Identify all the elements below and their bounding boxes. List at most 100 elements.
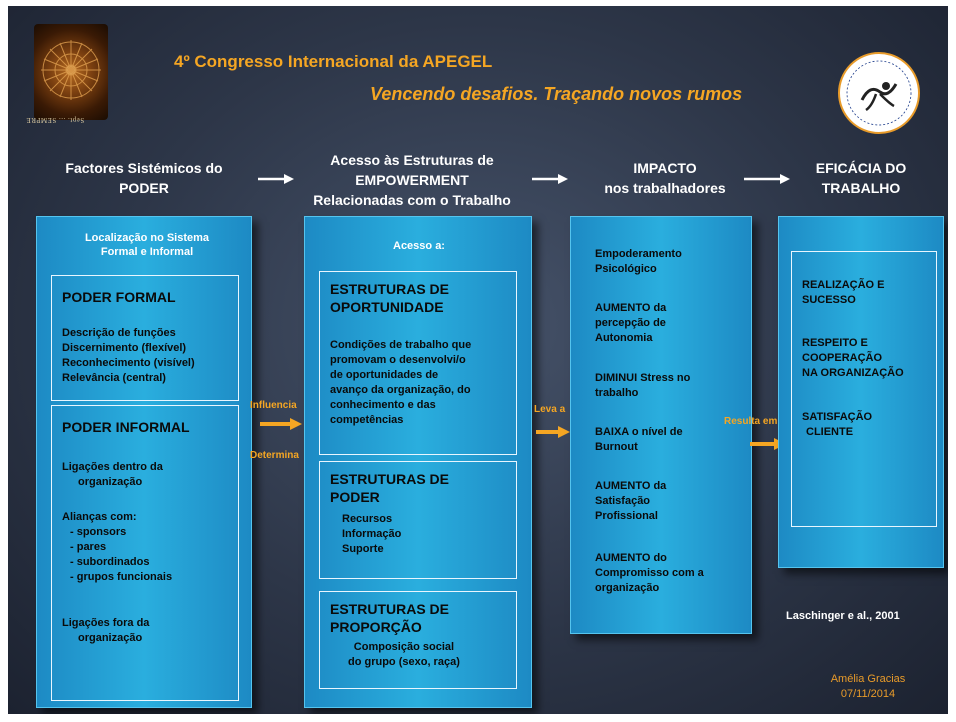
resulta-em-label: Resulta em:	[724, 416, 781, 427]
impact-line: AUMENTO do	[595, 552, 667, 564]
column-heading-access-line1: Acesso às Estruturas de	[330, 152, 494, 168]
proportion-title-line2: PROPORÇÃO	[330, 619, 422, 635]
determina-label: Determina	[250, 450, 299, 461]
formal-power-title: PODER FORMAL	[62, 289, 176, 305]
reference-citation: Laschinger e al., 2001	[786, 610, 900, 622]
leadership-logo	[838, 52, 920, 134]
congress-logo	[34, 24, 108, 120]
impact-line: Compromisso com a	[595, 567, 704, 579]
proportion-panel: ESTRUTURAS DE PROPORÇÃO Composição socia…	[319, 591, 517, 689]
opportunity-title: ESTRUTURAS DE OPORTUNIDADE	[330, 280, 449, 316]
arrow-right-icon	[532, 174, 568, 184]
column-heading-impact-line2: nos trabalhadores	[604, 180, 726, 196]
formal-power-panel: PODER FORMAL Descrição de funções Discer…	[51, 275, 239, 401]
internal-links-line1: Ligações dentro da	[62, 461, 163, 473]
efficacy-line: RESPEITO E	[802, 337, 868, 349]
power-title-line2: PODER	[330, 489, 380, 505]
systemic-factors-box: Localização no Sistema Formal e Informal…	[36, 216, 252, 708]
efficacy-item-2: RESPEITO E COOPERAÇÃO NA ORGANIZAÇÃO	[802, 336, 904, 381]
impact-line: trabalho	[595, 387, 639, 399]
conference-title: 4º Congresso Internacional da APEGEL	[174, 52, 493, 71]
alliance-item: - subordinados	[70, 556, 150, 568]
opportunity-line: Condições de trabalho que	[330, 339, 472, 351]
work-efficacy-box: REALIZAÇÃO E SUCESSO RESPEITO E COOPERAÇ…	[778, 216, 944, 568]
impact-line: Empoderamento	[595, 248, 682, 260]
internal-links: Ligações dentro da organização	[62, 460, 163, 490]
dancer-icon	[846, 60, 912, 126]
impact-item-5: AUMENTO da Satisfação Profissional	[595, 479, 666, 524]
column-heading-impact: IMPACTO nos trabalhadores	[576, 158, 754, 198]
opportunity-line: de oportunidades de	[330, 369, 439, 381]
efficacy-line: SUCESSO	[802, 294, 856, 306]
impact-line: Psicológico	[595, 263, 657, 275]
author-credit: Amélia Gracias 07/11/2014	[808, 672, 928, 702]
column-heading-factors: Factores Sistémicos do PODER	[65, 160, 223, 196]
impact-line: Autonomia	[595, 332, 653, 344]
impact-box: Empoderamento Psicológico AUMENTO da per…	[570, 216, 752, 634]
external-links: Ligações fora da organização	[62, 616, 149, 646]
opportunity-line: promovam o desenvolvi/o	[330, 354, 466, 366]
impact-item-2: AUMENTO da percepção de Autonomia	[595, 301, 666, 346]
impact-line: percepção de	[595, 317, 666, 329]
formal-item: Relevância (central)	[62, 372, 166, 384]
efficacy-line: CLIENTE	[806, 426, 854, 438]
efficacy-item-3: SATISFAÇÃO CLIENTE	[802, 410, 872, 440]
power-title: ESTRUTURAS DE PODER	[330, 470, 449, 506]
alliances-title: Alianças com:	[62, 511, 137, 523]
efficacy-line: SATISFAÇÃO	[802, 411, 873, 423]
opportunity-panel: ESTRUTURAS DE OPORTUNIDADE Condições de …	[319, 271, 517, 455]
slide: Sept. ... SEMPRE 4º Congresso Internacio…	[8, 6, 948, 714]
alliance-item: - sponsors	[70, 526, 127, 538]
proportion-title: ESTRUTURAS DE PROPORÇÃO	[330, 600, 449, 636]
opportunity-line: avanço da organização, do	[330, 384, 471, 396]
logo-caption: Sept. ... SEMPRE	[26, 116, 85, 124]
proportion-description: Composição social do grupo (sexo, raça)	[348, 640, 460, 670]
column-heading-efficacy-line2: TRABALHO	[821, 180, 901, 196]
empowerment-structures-box: Acesso a: ESTRUTURAS DE OPORTUNIDADE Con…	[304, 216, 532, 708]
box2-header: Acesso a:	[393, 240, 445, 252]
influencia-label: Influencia	[250, 400, 297, 411]
efficacy-item-1: REALIZAÇÃO E SUCESSO	[802, 278, 885, 308]
conference-subtitle: Vencendo desafios. Traçando novos rumos	[370, 84, 743, 104]
alliance-item: - grupos funcionais	[70, 571, 173, 583]
arrow-right-icon	[536, 426, 570, 438]
impact-line: Satisfação	[595, 495, 651, 507]
power-panel: ESTRUTURAS DE PODER Recursos Informação …	[319, 461, 517, 579]
informal-power-panel: PODER INFORMAL Ligações dentro da organi…	[51, 405, 239, 701]
power-item: Informação	[342, 528, 402, 540]
wheel-icon	[41, 40, 101, 100]
impact-line: organização	[595, 582, 660, 594]
opportunity-line: competências	[330, 414, 404, 426]
formal-item: Descrição de funções	[62, 327, 176, 339]
efficacy-line: REALIZAÇÃO E	[802, 279, 885, 291]
efficacy-line: COOPERAÇÃO	[802, 352, 883, 364]
impact-item-4: BAIXA o nível de Burnout	[595, 425, 683, 455]
external-links-line2: organização	[78, 632, 143, 644]
impact-line: AUMENTO da	[595, 302, 667, 314]
arrow-right-icon	[258, 174, 294, 184]
proportion-line2: do grupo (sexo, raça)	[348, 656, 460, 668]
external-links-line1: Ligações fora da	[62, 617, 150, 629]
alliance-item: - pares	[70, 541, 107, 553]
power-items: Recursos Informação Suporte	[342, 512, 401, 557]
impact-line: AUMENTO da	[595, 480, 667, 492]
column-heading-impact-line1: IMPACTO	[633, 160, 697, 176]
arrow-right-icon	[260, 418, 302, 430]
impact-line: BAIXA o nível de	[595, 426, 683, 438]
formal-item: Reconhecimento (visível)	[62, 357, 195, 369]
proportion-title-line1: ESTRUTURAS DE	[330, 601, 450, 617]
proportion-line1: Composição social	[353, 641, 455, 653]
column-heading-access: Acesso às Estruturas de EMPOWERMENT Rela…	[292, 150, 532, 210]
power-item: Suporte	[342, 543, 384, 555]
impact-line: Profissional	[595, 510, 658, 522]
power-title-line1: ESTRUTURAS DE	[330, 471, 450, 487]
column-heading-efficacy: EFICÁCIA DO TRABALHO	[786, 158, 936, 198]
opportunity-title-line1: ESTRUTURAS DE	[330, 281, 450, 297]
column-heading-access-line2: EMPOWERMENT	[355, 172, 469, 188]
impact-line: DIMINUI Stress no	[595, 372, 691, 384]
efficacy-line: NA ORGANIZAÇÃO	[802, 367, 904, 379]
impact-item-3: DIMINUI Stress no trabalho	[595, 371, 690, 401]
column-heading-efficacy-line1: EFICÁCIA DO	[815, 160, 907, 176]
leva-a-label: Leva a	[534, 404, 566, 415]
opportunity-title-line2: OPORTUNIDADE	[330, 299, 444, 315]
